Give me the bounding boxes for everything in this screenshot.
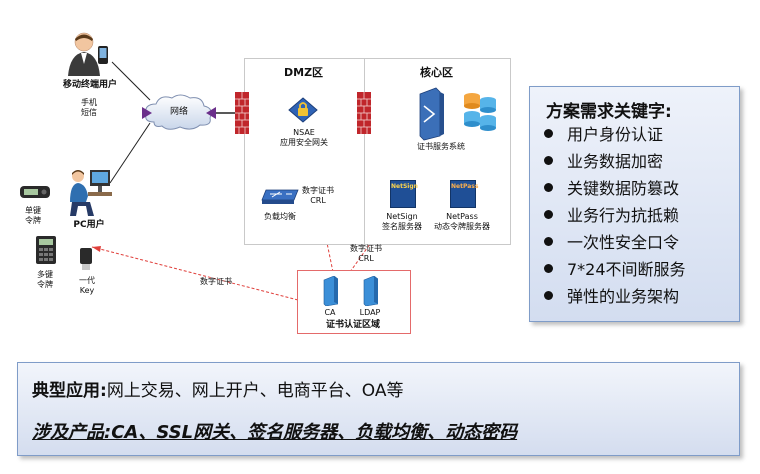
ca-zone	[297, 270, 411, 334]
cert-server-icon	[419, 87, 496, 141]
firewall-icon	[357, 92, 371, 134]
bullet-icon	[544, 264, 553, 273]
nsae-sub-label: 应用安全网关	[280, 138, 328, 147]
cert-system-label: 证书服务系统	[417, 142, 465, 151]
list-item: 7*24不间断服务	[544, 260, 686, 287]
link-ca-pc	[91, 246, 299, 301]
netpass-label: NetPass	[446, 212, 478, 221]
list-item: 一次性安全口令	[544, 233, 686, 260]
ldap-label: LDAP	[359, 308, 381, 317]
list-item: 关键数据防篡改	[544, 179, 686, 206]
list-item: 业务行为抗抵赖	[544, 206, 686, 233]
application-box: 典型应用:网上交易、网上开户、电商平台、OA等 涉及产品:CA、SSL网关、签名…	[17, 362, 740, 456]
ldap-server-icon	[363, 276, 378, 306]
gateway-lock-icon	[288, 97, 318, 123]
usb-key-icon	[80, 248, 92, 270]
ca-label: CA	[324, 308, 336, 317]
edge-label-cert: 数字证书	[200, 277, 232, 286]
link-pc-network	[109, 122, 151, 184]
typical-application-label: 典型应用:	[32, 381, 107, 401]
single-token-sub-label: 令牌	[25, 216, 41, 225]
keyword-list: 用户身份认证 业务数据加密 关键数据防篡改 业务行为抗抵赖 一次性安全口令 7*…	[544, 125, 686, 314]
netsign-label: NetSign	[386, 212, 418, 221]
mobile-user-icon	[68, 32, 108, 76]
netpass-sub-label: 动态令牌服务器	[434, 222, 490, 231]
core-zone-title: 核心区	[420, 66, 453, 79]
link-mobile-network	[111, 61, 151, 101]
typical-application-text: 网上交易、网上开户、电商平台、OA等	[106, 381, 404, 401]
phone-label: 手机	[81, 98, 97, 107]
netsign-sub-label: 签名服务器	[382, 222, 422, 231]
firewall-icon	[235, 92, 249, 134]
multi-token-label: 多键	[37, 270, 53, 279]
keyword-box: 方案需求关键字: 用户身份认证 业务数据加密 关键数据防篡改 业务行为抗抵赖 一…	[529, 86, 740, 322]
sms-label: 短信	[81, 108, 97, 117]
multi-token-icon	[36, 236, 56, 264]
netpass-badge: NetPass	[451, 183, 479, 190]
typical-application: 典型应用:网上交易、网上开户、电商平台、OA等	[32, 376, 404, 401]
keyword-title: 方案需求关键字:	[546, 102, 672, 122]
single-token-icon	[20, 186, 50, 198]
network-cloud-icon	[142, 94, 216, 130]
related-products: 涉及产品:CA、SSL网关、签名服务器、负载均衡、动态密码	[32, 422, 518, 443]
edge-label-cert-crl: 数字证书	[350, 244, 382, 253]
multi-token-sub-label: 令牌	[37, 280, 53, 289]
usb-key-label: 一代	[79, 276, 95, 285]
edge-label-crl: CRL	[310, 196, 326, 205]
load-balance-label: 负载均衡	[264, 212, 296, 221]
bullet-icon	[544, 237, 553, 246]
dmz-zone-title: DMZ区	[284, 66, 324, 79]
bullet-icon	[544, 156, 553, 165]
bullet-icon	[544, 210, 553, 219]
edge-label-cert-crl: 数字证书	[302, 186, 334, 195]
list-item: 用户身份认证	[544, 125, 686, 152]
list-item: 弹性的业务架构	[544, 287, 686, 314]
netsign-badge: NetSign	[391, 183, 418, 190]
ca-zone-title: 证书认证区域	[325, 320, 380, 330]
edge-label-crl: CRL	[358, 254, 374, 263]
single-token-label: 单键	[25, 206, 41, 215]
mobile-user-label: 移动终端用户	[62, 80, 117, 90]
usb-key-sub-label: Key	[79, 286, 95, 295]
nsae-label: NSAE	[293, 128, 315, 137]
list-item: 业务数据加密	[544, 152, 686, 179]
netsign-server-icon: NetSign	[390, 180, 418, 208]
bullet-icon	[544, 291, 553, 300]
pc-user-label: PC用户	[73, 220, 105, 230]
netpass-server-icon: NetPass	[450, 180, 479, 208]
bullet-icon	[544, 183, 553, 192]
pc-user-icon	[70, 170, 112, 216]
bullet-icon	[544, 129, 553, 138]
load-balancer-icon	[261, 189, 299, 204]
ca-server-icon	[323, 276, 338, 306]
network-label: 网络	[169, 107, 188, 117]
